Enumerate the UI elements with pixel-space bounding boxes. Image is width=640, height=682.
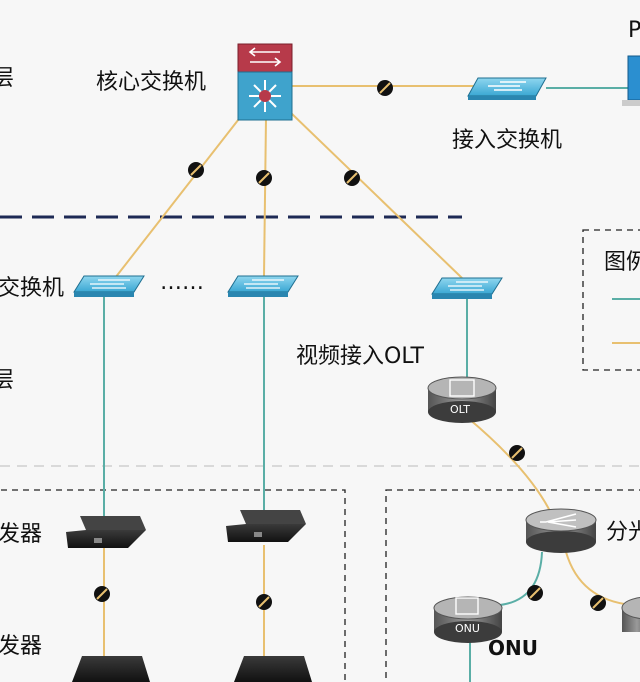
link-core-to-olt-switch [289, 111, 463, 279]
transmitter-label-2: 发器 [0, 634, 43, 659]
onu-label: ONU [488, 636, 538, 660]
link-splitter-to-onu2 [565, 551, 633, 606]
splitter-device-icon [525, 508, 597, 553]
link-joint-marker [94, 586, 110, 602]
link-joint-marker [256, 170, 272, 186]
splitter-label: 分光 [606, 520, 640, 545]
link-joint-marker [509, 445, 525, 461]
legend-title: 图例 [604, 250, 640, 275]
core-switch-label: 核心交换机 [96, 70, 207, 95]
olt-device-text: OLT [450, 403, 470, 416]
pc-label: P [628, 18, 640, 43]
layer-label-mid: 层 [0, 368, 15, 393]
ellipsis-label: …… [160, 270, 204, 295]
link-joint-marker [377, 80, 393, 96]
aggregation-switch-label: 交换机 [0, 276, 65, 301]
olt-device-icon [427, 376, 497, 423]
onu-device-2-icon [621, 597, 640, 632]
onu-device-text: ONU [455, 622, 480, 635]
link-joint-marker [590, 595, 606, 611]
link-core-to-switch1 [114, 114, 243, 279]
access-switch-label: 接入交换机 [452, 128, 563, 153]
link-joint-marker [256, 594, 272, 610]
transmitter-label-1: 发器 [0, 522, 43, 547]
receiver-2-icon [234, 656, 312, 682]
core-switch-icon [237, 43, 293, 121]
transmitter-2-icon [226, 510, 306, 542]
link-joint-marker [188, 162, 204, 178]
onu-device-icon [433, 596, 503, 643]
access-switch-icon [467, 77, 547, 100]
link-joint-marker [527, 585, 543, 601]
pc-monitor-icon [622, 55, 640, 106]
transmitter-1-icon [66, 516, 146, 548]
aggregation-switch-2-icon [227, 275, 299, 297]
legend-box [582, 229, 640, 371]
transmitter-region-box [0, 489, 346, 682]
receiver-1-icon [72, 656, 150, 682]
olt-access-switch-icon [431, 277, 503, 299]
layer-label-top: 层 [0, 66, 15, 91]
link-core-to-switch2 [263, 117, 267, 277]
link-olt-to-splitter [467, 417, 553, 516]
link-joint-marker [344, 170, 360, 186]
aggregation-switch-1-icon [73, 275, 145, 297]
splitter-region-box [385, 489, 640, 682]
video-olt-label: 视频接入OLT [296, 344, 424, 369]
